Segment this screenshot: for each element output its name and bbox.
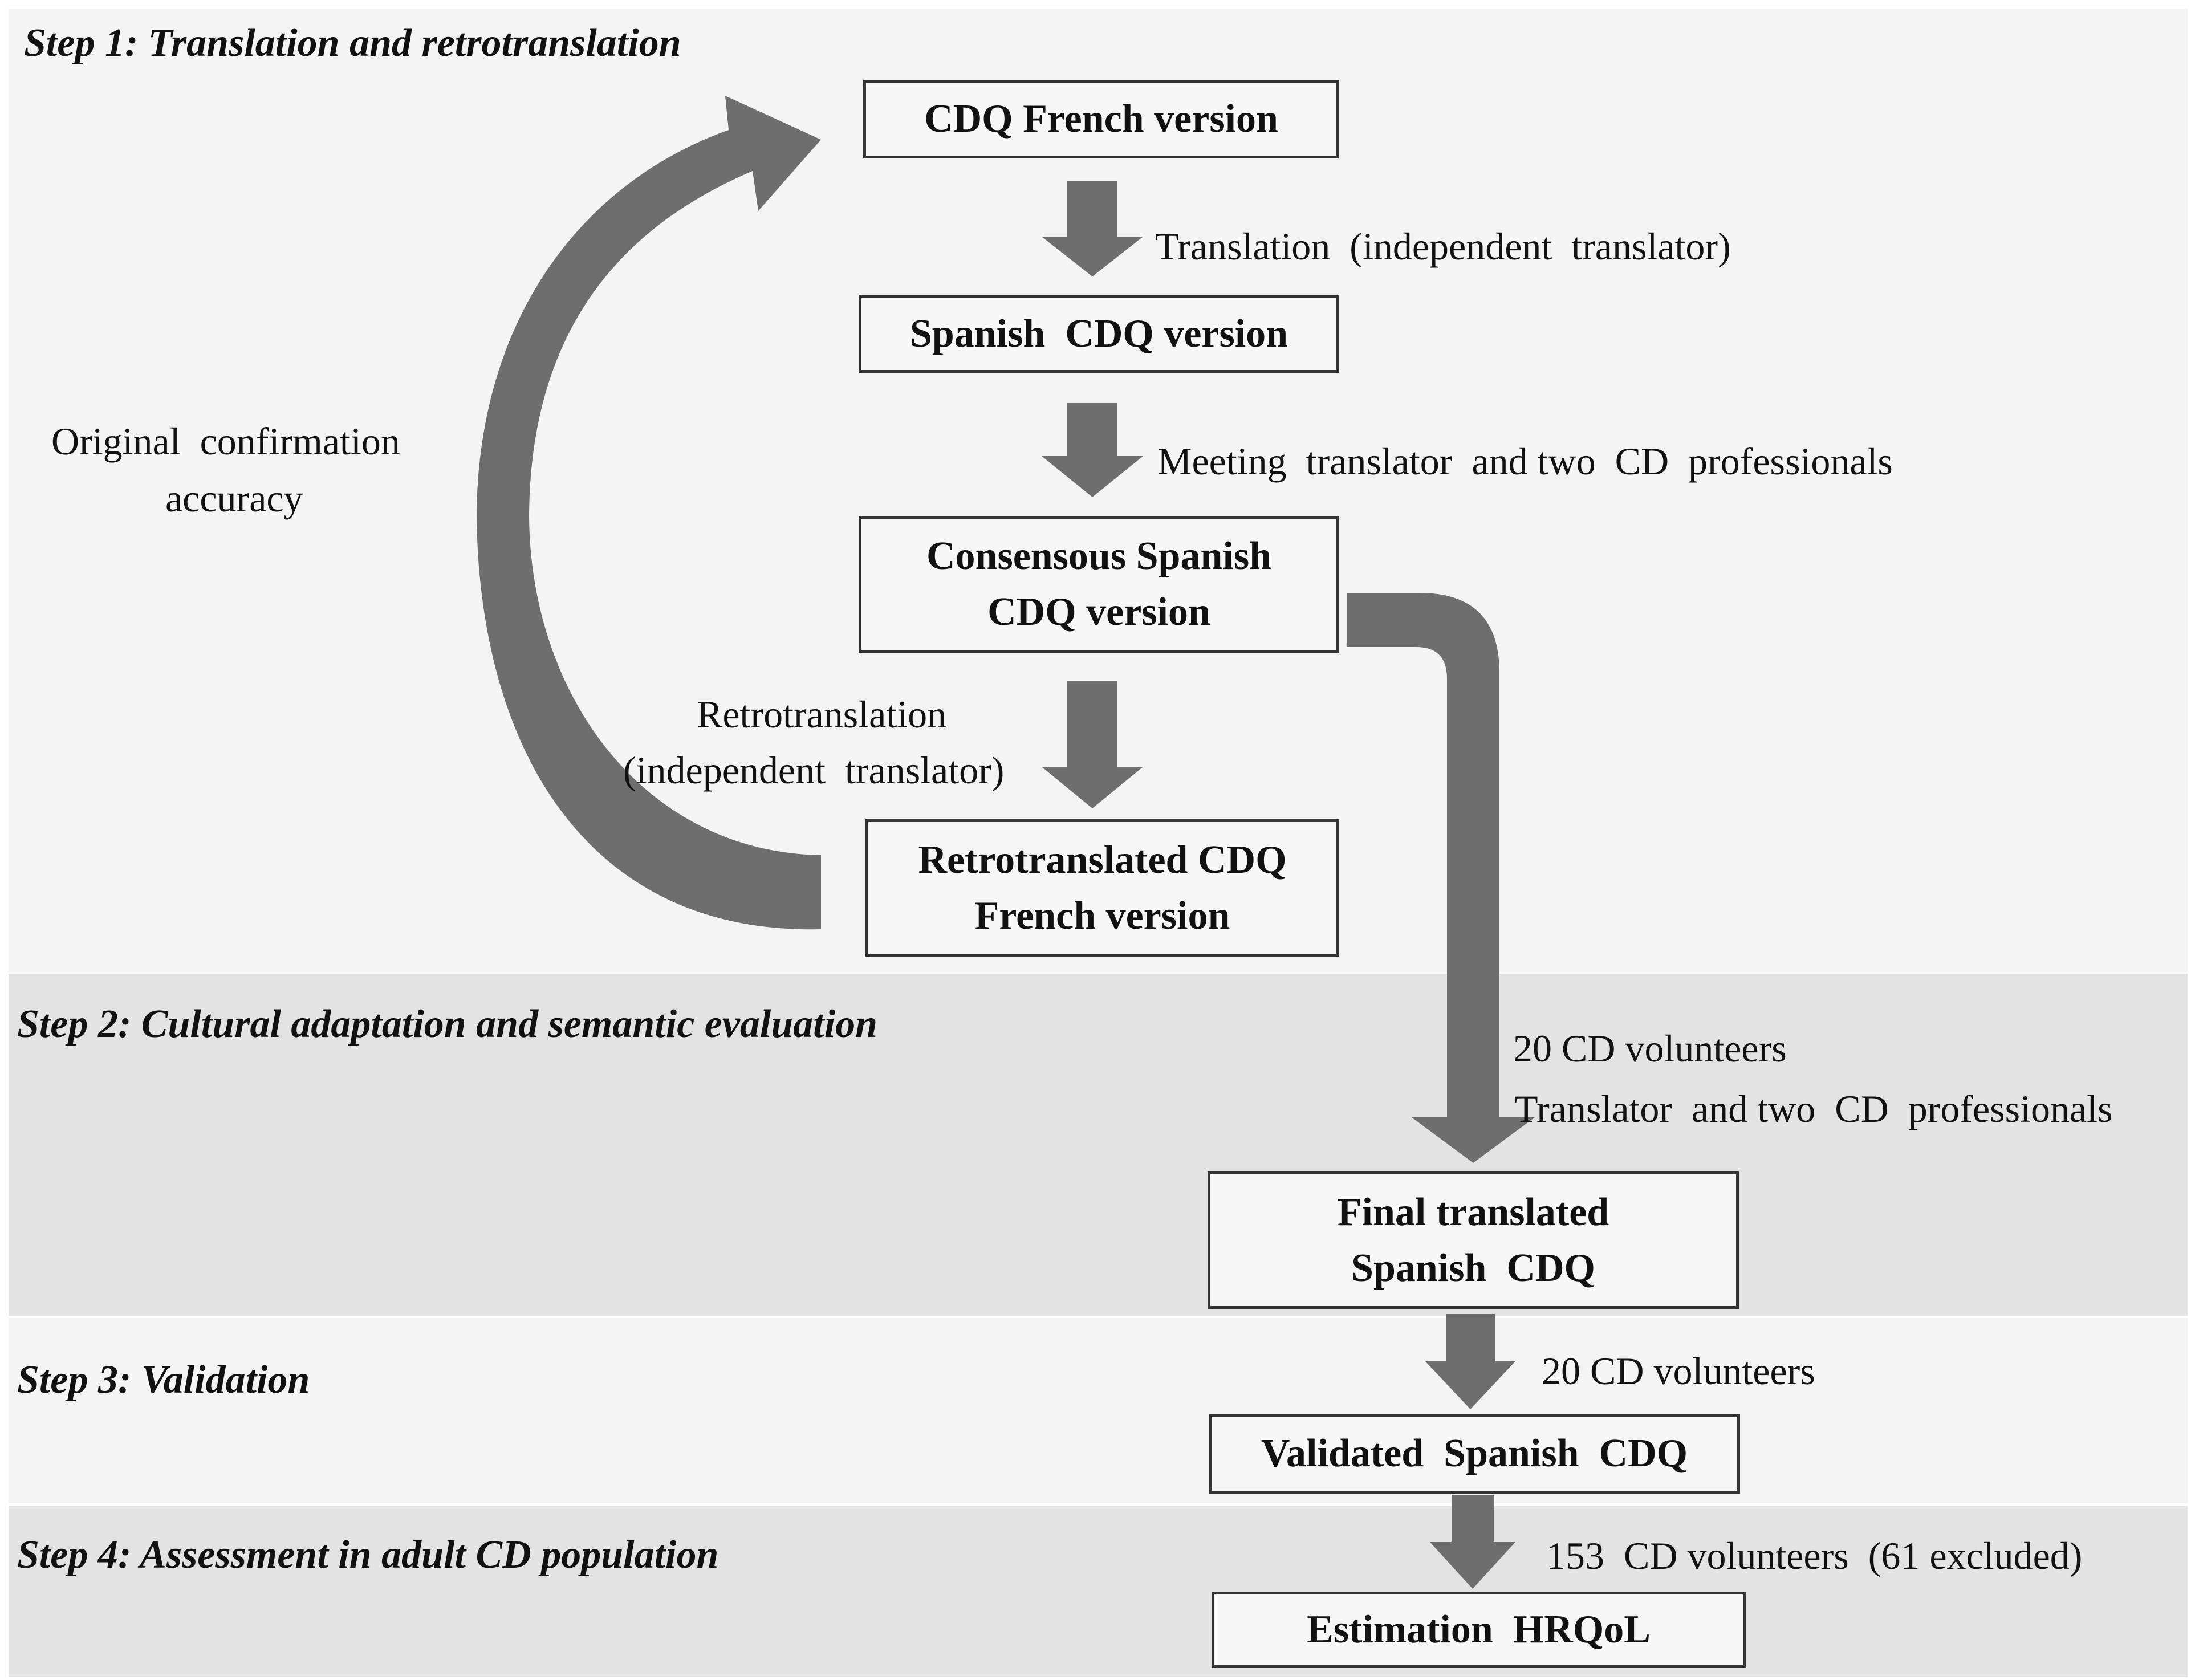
- label-retrotranslation-2: (independent translator): [623, 749, 1005, 792]
- return-curved-arrow: [477, 96, 821, 930]
- label-confirmation-1: Original confirmation: [51, 420, 400, 463]
- box-cdq-french: CDQ French version: [863, 80, 1339, 158]
- box-retrotranslated-line1: Retrotranslated CDQ: [918, 837, 1287, 882]
- box-final-line1: Final translated: [1337, 1190, 1609, 1234]
- box-validated-text: Validated Spanish CDQ: [1261, 1431, 1688, 1475]
- box-consensus-line2: CDQ version: [987, 590, 1210, 634]
- label-retrotranslation-1: Retrotranslation: [697, 693, 947, 736]
- down-arrow-validation: [1425, 1314, 1515, 1409]
- label-volunteers-153: 153 CD volunteers (61 excluded): [1546, 1534, 2083, 1577]
- elbow-arrow-to-final: [1347, 593, 1535, 1163]
- box-validated: Validated Spanish CDQ: [1209, 1414, 1740, 1494]
- step3-band: [9, 1318, 2188, 1503]
- down-arrow-meeting: [1042, 403, 1143, 497]
- label-volunteers-20-a: 20 CD volunteers: [1513, 1027, 1787, 1070]
- label-translator-professionals: Translator and two CD professionals: [1514, 1087, 2113, 1130]
- step4-band: [9, 1506, 2188, 1677]
- down-arrow-assessment: [1430, 1495, 1515, 1589]
- step2-title: Step 2: Cultural adaptation and semantic…: [17, 1002, 878, 1046]
- label-meeting: Meeting translator and two CD profession…: [1157, 440, 1893, 483]
- box-cdq-french-text: CDQ French version: [924, 97, 1278, 141]
- label-translation: Translation (independent translator): [1155, 225, 1731, 268]
- step4-title: Step 4: Assessment in adult CD populatio…: [17, 1533, 719, 1577]
- box-retrotranslated-line2: French version: [974, 893, 1230, 938]
- box-hrqol: Estimation HRQoL: [1212, 1592, 1746, 1668]
- box-spanish-cdq: Spanish CDQ version: [859, 295, 1339, 373]
- step2-band: [9, 974, 2188, 1316]
- label-confirmation-2: accuracy: [165, 477, 303, 520]
- box-hrqol-text: Estimation HRQoL: [1307, 1608, 1651, 1651]
- box-final-translated: Final translated Spanish CDQ: [1208, 1171, 1739, 1309]
- box-final-line2: Spanish CDQ: [1351, 1246, 1595, 1290]
- box-consensus: Consensous Spanish CDQ version: [859, 516, 1339, 653]
- box-spanish-cdq-text: Spanish CDQ version: [909, 312, 1288, 356]
- step1-title: Step 1: Translation and retrotranslation: [24, 21, 681, 65]
- label-volunteers-20-b: 20 CD volunteers: [1542, 1349, 1815, 1393]
- step3-title: Step 3: Validation: [17, 1358, 310, 1402]
- box-consensus-line1: Consensous Spanish: [926, 534, 1272, 578]
- down-arrow-translation: [1042, 181, 1143, 276]
- down-arrow-retrotranslation: [1042, 681, 1143, 808]
- box-retrotranslated: Retrotranslated CDQ French version: [865, 819, 1339, 957]
